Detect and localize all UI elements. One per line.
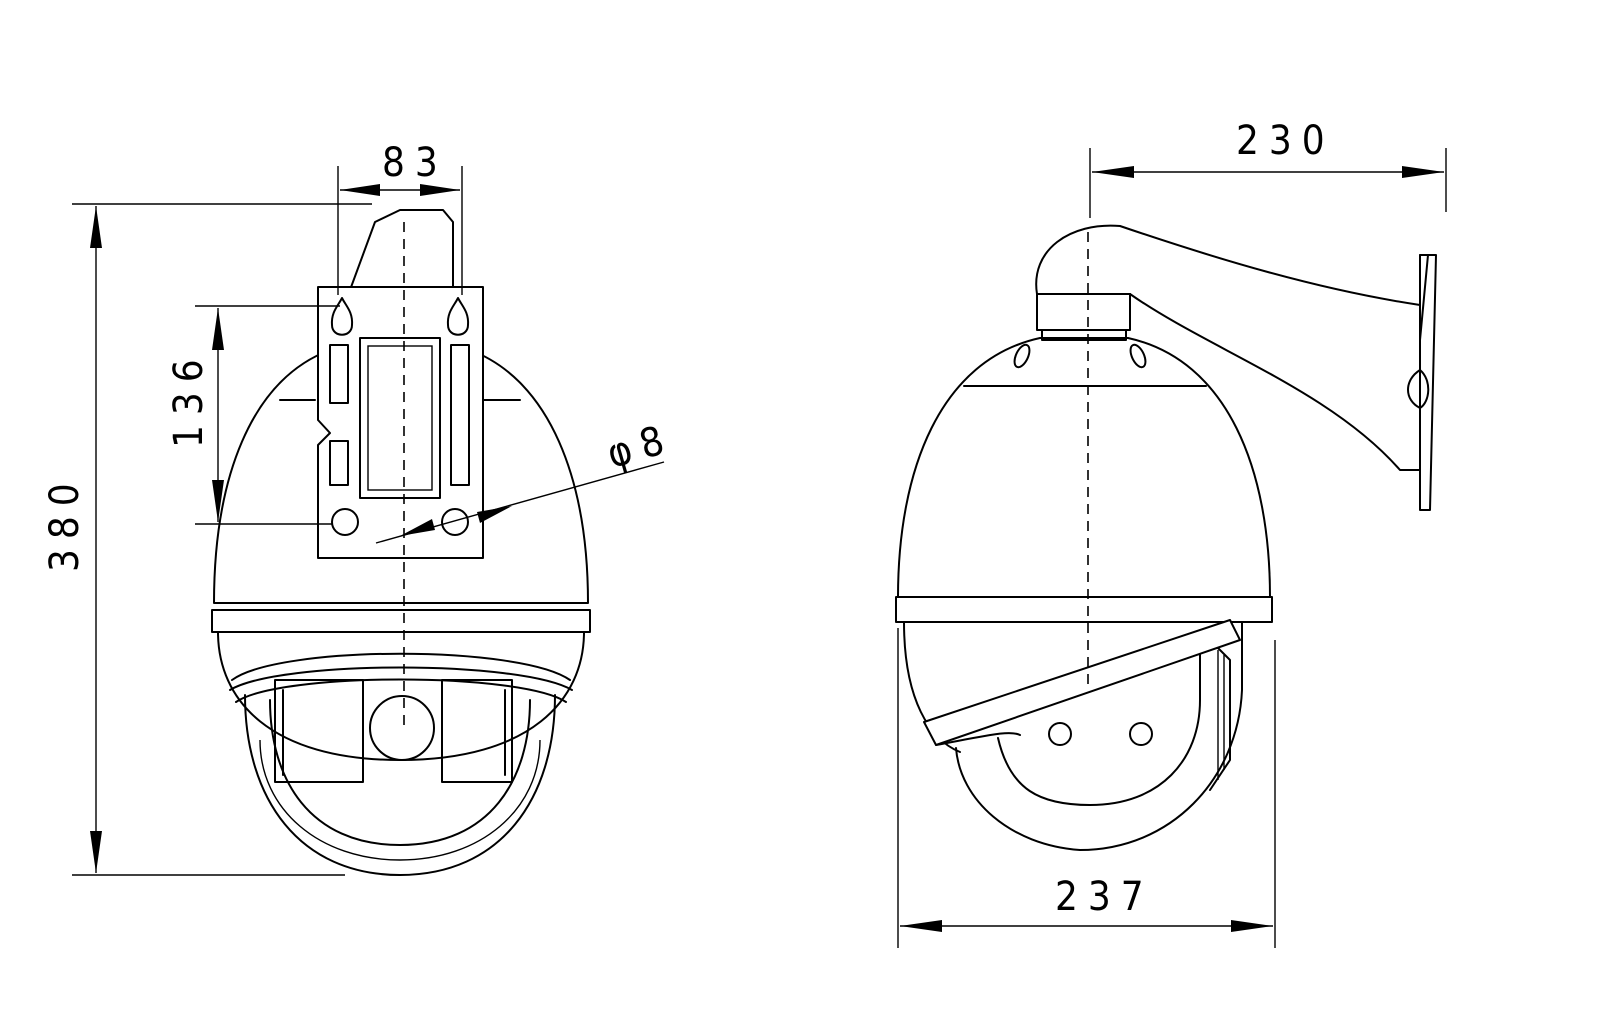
front-lens xyxy=(369,695,435,761)
dim-phi8-label: φ8 xyxy=(602,415,679,478)
side-lens-right xyxy=(1129,722,1153,746)
front-ir-window-right xyxy=(441,679,513,783)
dim-230-label: 230 xyxy=(1236,118,1335,164)
dim-380-label: 380 xyxy=(42,473,88,572)
front-camera-bubble xyxy=(244,694,556,876)
dim-83-label: 83 xyxy=(382,140,448,186)
front-bracket-arm xyxy=(349,209,454,291)
plate-slot xyxy=(329,344,349,404)
plate-slot xyxy=(450,344,470,486)
dim-237-label: 237 xyxy=(1055,874,1154,920)
dim-136-label: 136 xyxy=(166,349,212,448)
keyhole-right xyxy=(446,297,470,336)
plate-window xyxy=(359,337,441,499)
side-upper-dome xyxy=(897,337,1271,598)
mount-hole-left xyxy=(331,508,359,536)
front-dimensions: 83 380 136 φ8 xyxy=(42,140,679,876)
side-neck xyxy=(1041,329,1127,341)
vent-hole xyxy=(1129,343,1147,369)
front-ring-band xyxy=(211,609,591,633)
side-view xyxy=(895,224,1437,851)
side-bracket-arm xyxy=(1035,224,1421,306)
keyhole-left xyxy=(330,297,354,336)
side-dimensions: 230 237 xyxy=(897,118,1447,948)
mount-hole-right xyxy=(441,508,469,536)
side-sun-shield xyxy=(923,619,1241,746)
plate-slot xyxy=(329,440,349,486)
vent-hole xyxy=(1013,343,1031,369)
side-ring-band xyxy=(895,596,1273,623)
side-lens-left xyxy=(1048,722,1072,746)
front-ir-window-left xyxy=(274,679,364,783)
front-mounting-plate xyxy=(317,286,484,559)
side-wall-plate xyxy=(1419,254,1437,511)
front-view xyxy=(211,209,591,876)
